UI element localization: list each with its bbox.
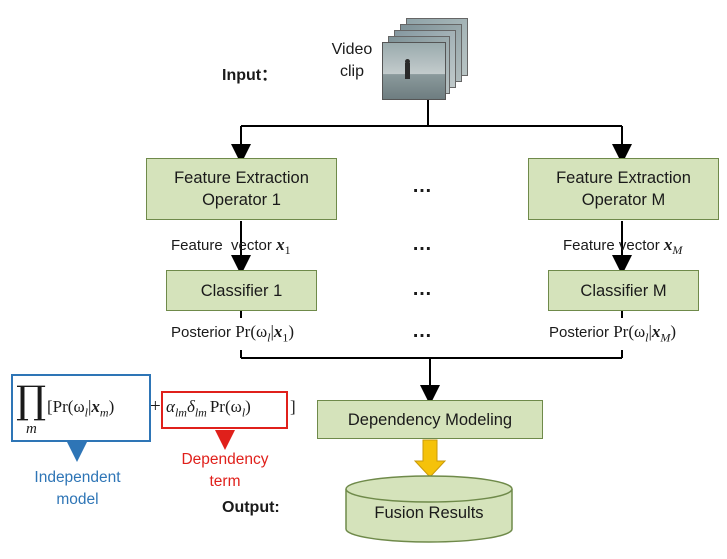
formula-end-bracket: ] bbox=[290, 397, 296, 416]
posterior-m-omega-sub: l bbox=[645, 330, 649, 345]
extractor-1-line1: Feature Extraction bbox=[174, 169, 309, 187]
product-symbol: ∏ bbox=[16, 378, 47, 422]
ellipsis-extractors: … bbox=[412, 175, 434, 197]
video-clip-label: Video clip bbox=[327, 41, 377, 81]
walking-person-icon bbox=[405, 63, 410, 79]
posterior-1-omega-sub: l bbox=[267, 330, 271, 345]
independent-symbol: x bbox=[91, 397, 100, 416]
alpha-sub: lm bbox=[174, 405, 187, 420]
posterior-m-math: Pr(ωl|xM) bbox=[613, 322, 677, 345]
independent-omega-sub: l bbox=[84, 405, 88, 420]
input-label: Input： bbox=[222, 67, 278, 84]
feature-vector-1-symbol: x bbox=[276, 235, 285, 254]
feature-vector-1-text: Feature vector bbox=[171, 237, 272, 254]
cylinder-top bbox=[345, 475, 513, 503]
posterior-1-bar: | bbox=[270, 322, 274, 341]
yellow-down-arrow bbox=[413, 439, 447, 478]
dependency-term-annotation: Dependency term bbox=[167, 449, 283, 493]
feature-vector-m-text: Feature vector bbox=[563, 237, 660, 254]
posterior-m-pr: Pr(ω bbox=[613, 322, 646, 341]
independent-open: [Pr(ω bbox=[47, 397, 85, 416]
classifier-box-1: Classifier 1 bbox=[166, 270, 317, 311]
posterior-1-pr: Pr(ω bbox=[235, 322, 268, 341]
ellipsis-classifiers: … bbox=[412, 278, 434, 300]
posterior-1-sub: 1 bbox=[282, 330, 289, 345]
independent-bar: | bbox=[87, 397, 92, 416]
person-head-icon bbox=[405, 59, 410, 64]
feature-vector-m-symbol: x bbox=[663, 235, 673, 254]
extractor-m-line2: Operator M bbox=[581, 191, 666, 209]
video-clip-line1: Video bbox=[331, 41, 373, 58]
posterior-m-label: Posterior Pr(ωl|xM) bbox=[549, 322, 676, 345]
ellipsis-posteriors: … bbox=[412, 320, 434, 342]
video-frame-front bbox=[382, 42, 446, 100]
product-subscript: m bbox=[26, 421, 37, 437]
independent-annotation-line1: Independent bbox=[34, 469, 121, 486]
dependency-term-frame bbox=[161, 391, 288, 429]
independent-term: [Pr(ωl|xm) bbox=[47, 397, 114, 420]
classifier-box-m: Classifier M bbox=[548, 270, 699, 311]
dependency-pr: Pr(ω bbox=[209, 397, 242, 416]
extractor-m-line1: Feature Extraction bbox=[556, 169, 691, 187]
posterior-m-text: Posterior bbox=[549, 324, 610, 341]
output-label: Output: bbox=[222, 499, 280, 516]
posterior-1-label: Posterior Pr(ωl|x1) bbox=[171, 322, 294, 345]
independent-annotation-line2: model bbox=[56, 491, 99, 508]
independent-model-annotation: Independent model bbox=[20, 467, 135, 511]
feature-vector-m-label: Feature vector xM bbox=[563, 235, 682, 258]
posterior-1-symbol: x bbox=[273, 322, 283, 341]
dependency-close: ) bbox=[245, 397, 251, 416]
feature-vector-1-label: Feature vector x1 bbox=[171, 235, 291, 258]
posterior-1-text: Posterior bbox=[171, 324, 232, 341]
dependency-modeling-box: Dependency Modeling bbox=[317, 400, 543, 439]
video-clip-line2: clip bbox=[339, 63, 364, 80]
posterior-m-symbol: x bbox=[651, 322, 661, 341]
feature-vector-1-subscript: 1 bbox=[284, 243, 291, 257]
independent-model-frame bbox=[11, 374, 151, 442]
video-frames-icon bbox=[382, 18, 474, 100]
dependency-annotation-line1: Dependency bbox=[181, 451, 269, 468]
dependency-annotation-line2: term bbox=[209, 473, 241, 490]
plus-sign: + bbox=[150, 396, 161, 417]
posterior-1-close: ) bbox=[288, 322, 295, 341]
alpha-symbol: α bbox=[166, 397, 175, 416]
ellipsis-features: … bbox=[412, 233, 434, 255]
posterior-m-close: ) bbox=[670, 322, 677, 341]
posterior-m-sub: M bbox=[660, 330, 671, 345]
feature-vector-m-subscript: M bbox=[672, 243, 683, 257]
independent-close: ) bbox=[108, 397, 115, 416]
independent-sub: m bbox=[99, 405, 109, 420]
fusion-results-label: Fusion Results bbox=[374, 504, 484, 522]
extractor-1-line2: Operator 1 bbox=[202, 191, 281, 209]
cylinder-body bbox=[345, 489, 513, 543]
posterior-m-bar: | bbox=[648, 322, 652, 341]
delta-sub: lm bbox=[194, 405, 207, 420]
dependency-omega-sub: l bbox=[241, 405, 246, 420]
posterior-1-math: Pr(ωl|x1) bbox=[235, 322, 295, 345]
delta-symbol: δ bbox=[186, 397, 195, 416]
